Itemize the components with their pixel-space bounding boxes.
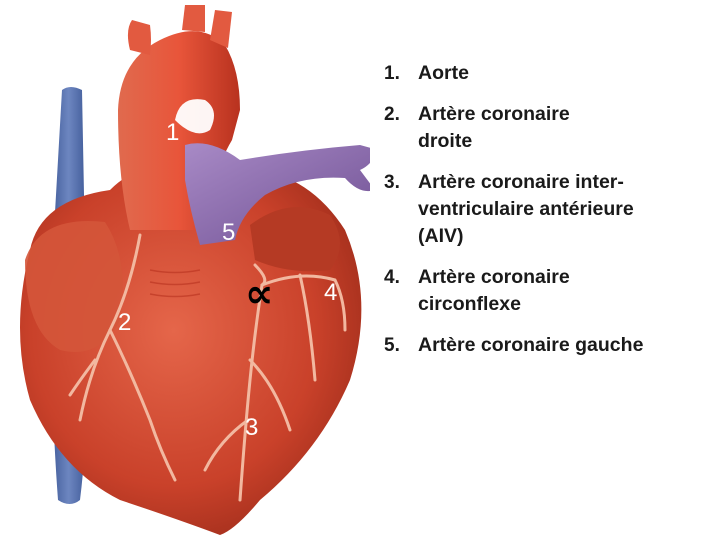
- aortic-branch: [182, 5, 205, 32]
- legend-item-coronaire-gauche: 5. Artère coronaire gauche: [384, 332, 714, 359]
- legend-text: Artère coronaire droite: [418, 101, 570, 155]
- legend: 1. Aorte 2. Artère coronaire droite 3. A…: [384, 60, 714, 373]
- legend-text: Artère coronaire circonflexe: [418, 264, 570, 318]
- marker-1: 1: [166, 119, 179, 146]
- legend-text: Artère coronaire inter- ventriculaire an…: [418, 169, 634, 250]
- legend-item-circonflexe: 4. Artère coronaire circonflexe: [384, 264, 714, 318]
- aortic-branch: [128, 20, 151, 55]
- legend-index: 2.: [384, 101, 418, 128]
- legend-index: 5.: [384, 332, 418, 359]
- marker-3: 3: [245, 414, 258, 441]
- marker-5: 5: [222, 219, 235, 246]
- legend-item-aiv: 3. Artère coronaire inter- ventriculaire…: [384, 169, 714, 250]
- left-atrium: [250, 207, 340, 271]
- legend-index: 1.: [384, 60, 418, 87]
- legend-text: Artère coronaire gauche: [418, 332, 643, 359]
- occlusion-symbol: ∝: [245, 271, 273, 317]
- heart-illustration: 1 2 3 4 5 ∝: [0, 0, 370, 537]
- legend-text: Aorte: [418, 60, 469, 87]
- marker-2: 2: [118, 309, 131, 336]
- legend-item-aorte: 1. Aorte: [384, 60, 714, 87]
- legend-index: 4.: [384, 264, 418, 291]
- legend-index: 3.: [384, 169, 418, 196]
- legend-item-coronaire-droite: 2. Artère coronaire droite: [384, 101, 714, 155]
- marker-4: 4: [324, 279, 337, 306]
